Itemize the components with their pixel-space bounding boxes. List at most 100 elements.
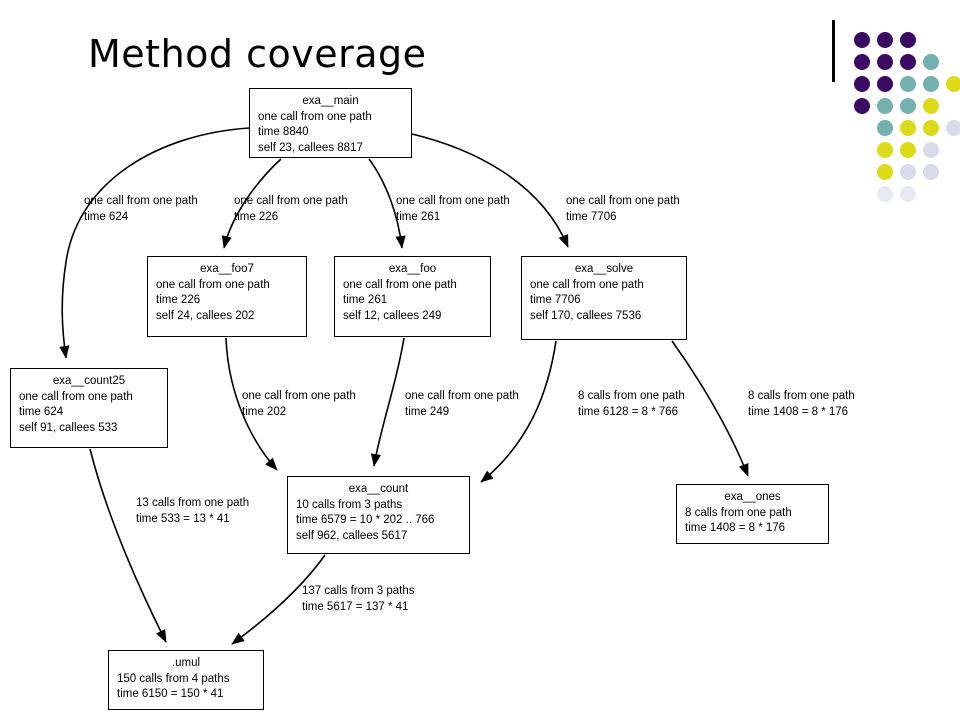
decoration-dot bbox=[900, 54, 916, 70]
graph-edge-label-line: one call from one path bbox=[396, 195, 510, 207]
graph-node-title: exa__foo bbox=[388, 263, 437, 275]
decoration-dot bbox=[877, 142, 893, 158]
graph-node-title: exa__ones bbox=[724, 491, 781, 503]
graph-node[interactable]: .umul 150 calls from 4 paths time 6150 = 1… bbox=[108, 650, 264, 710]
graph-node-line: 8 calls from one path bbox=[685, 506, 792, 519]
graph-edge-label-line: time 7706 bbox=[566, 210, 617, 223]
graph-edge-label-line: one call from one path bbox=[242, 390, 356, 402]
graph-node-line: time 6579 = 10 * 202 .. 766 bbox=[296, 514, 435, 526]
decoration-dot bbox=[900, 186, 916, 202]
decoration-dot bbox=[923, 54, 939, 70]
graph-edge-label: one call from one path time 624 bbox=[84, 194, 198, 225]
graph-node-title: exa__foo7 bbox=[200, 263, 254, 275]
decoration-dot bbox=[854, 32, 870, 48]
graph-edge-label: one call from one path time 249 bbox=[405, 389, 519, 420]
graph-node-line: self 962, callees 5617 bbox=[296, 529, 408, 542]
decoration-dot bbox=[877, 76, 893, 92]
graph-node-line: time 6150 = 150 * 41 bbox=[117, 688, 224, 700]
vertical-rule bbox=[832, 20, 835, 82]
decoration-dot bbox=[877, 186, 893, 202]
graph-edge-label-line: 8 calls from one path bbox=[748, 390, 855, 402]
decoration-dot bbox=[877, 164, 893, 180]
graph-edge-label-line: time 533 = 13 * 41 bbox=[136, 512, 230, 525]
graph-node-title: exa__count bbox=[348, 483, 409, 495]
decoration-dot bbox=[854, 54, 870, 70]
graph-edge-label-line: time 5617 = 137 * 41 bbox=[302, 600, 409, 613]
decoration-dot bbox=[854, 76, 870, 92]
edge-foo-to-count bbox=[370, 337, 405, 467]
decoration-dot bbox=[900, 142, 916, 158]
graph-node-line: one call from one path bbox=[19, 390, 133, 403]
graph-edge-label: one call from one path time 261 bbox=[396, 194, 510, 225]
graph-node-line: one call from one path bbox=[530, 278, 644, 291]
decoration-dot bbox=[900, 76, 916, 92]
graph-node-line: self 170, callees 7536 bbox=[530, 309, 642, 322]
decoration-dot bbox=[923, 76, 939, 92]
graph-node-title: exa__solve bbox=[574, 263, 634, 275]
edge-main-to-solve bbox=[411, 133, 569, 248]
edge-foo7-to-count bbox=[225, 337, 278, 471]
decoration-dot bbox=[877, 32, 893, 48]
graph-edge-label-line: 13 calls from one path bbox=[136, 497, 250, 509]
graph-node-title: exa__count25 bbox=[52, 375, 126, 387]
decoration-dot bbox=[900, 98, 916, 114]
decoration-dot bbox=[923, 98, 939, 114]
decoration-dot bbox=[900, 32, 916, 48]
graph-edge-label-line: time 226 bbox=[234, 210, 279, 223]
decoration-dot bbox=[923, 164, 939, 180]
graph-edge-label-line: one call from one path bbox=[566, 195, 680, 207]
graph-node-line: 10 calls from 3 paths bbox=[296, 498, 403, 511]
graph-node-line: time 624 bbox=[19, 406, 64, 418]
edge-main-to-count25 bbox=[59, 127, 250, 359]
page-title: Method coverage bbox=[88, 32, 427, 76]
graph-edge-label-line: time 202 bbox=[242, 405, 287, 418]
graph-edge-label-line: time 1408 = 8 * 176 bbox=[748, 405, 849, 418]
decoration-dot bbox=[900, 164, 916, 180]
decoration-dot bbox=[923, 142, 939, 158]
dot-grid-decoration bbox=[824, 6, 960, 202]
graph-node-line: one call from one path bbox=[343, 278, 457, 291]
edge-main-to-foo7 bbox=[221, 158, 282, 249]
graph-node-line: one call from one path bbox=[258, 110, 372, 123]
graph-edge-label-line: time 624 bbox=[84, 210, 129, 223]
graph-edge-label-line: time 249 bbox=[405, 405, 450, 418]
graph-node-line: time 7706 bbox=[530, 294, 581, 306]
graph-edge-label: one call from one path time 202 bbox=[242, 389, 356, 420]
graph-node-line: time 8840 bbox=[258, 126, 309, 138]
graph-node-line: self 12, callees 249 bbox=[343, 309, 442, 322]
graph-edge-label-line: 8 calls from one path bbox=[578, 390, 685, 402]
graph-edge-label-line: one call from one path bbox=[84, 195, 198, 207]
graph-edge-label-line: time 261 bbox=[396, 210, 441, 223]
graph-edge-label: one call from one path time 7706 bbox=[566, 194, 680, 225]
graph-node-line: time 226 bbox=[156, 294, 201, 306]
decoration-dot bbox=[946, 76, 960, 92]
graph-edge-label-line: one call from one path bbox=[234, 195, 348, 207]
decoration-dot bbox=[946, 120, 960, 136]
graph-edge-label-line: time 6128 = 8 * 766 bbox=[578, 405, 679, 418]
decoration-dot bbox=[877, 98, 893, 114]
graph-node[interactable]: exa__count 10 calls from 3 paths time 6579… bbox=[287, 476, 470, 554]
decoration-dot bbox=[923, 120, 939, 136]
edge-main-to-foo bbox=[368, 158, 406, 249]
edge-solve-to-ones bbox=[671, 340, 749, 477]
edge-solve-to-count bbox=[480, 340, 557, 483]
graph-node-line: 150 calls from 4 paths bbox=[117, 672, 230, 685]
edge-count25-to-umul bbox=[89, 448, 167, 643]
edge-count-to-umul bbox=[231, 554, 326, 645]
graph-node-line: self 91, callees 533 bbox=[19, 421, 118, 434]
graph-edge-label: 8 calls from one path time 6128 = 8 * 766 bbox=[578, 389, 685, 420]
graph-edge-label: one call from one path time 226 bbox=[234, 194, 348, 225]
graph-edge-label-line: one call from one path bbox=[405, 390, 519, 402]
graph-node-line: self 23, callees 8817 bbox=[258, 141, 363, 154]
graph-node-line: time 261 bbox=[343, 294, 388, 306]
graph-node-title: .umul bbox=[171, 657, 201, 669]
